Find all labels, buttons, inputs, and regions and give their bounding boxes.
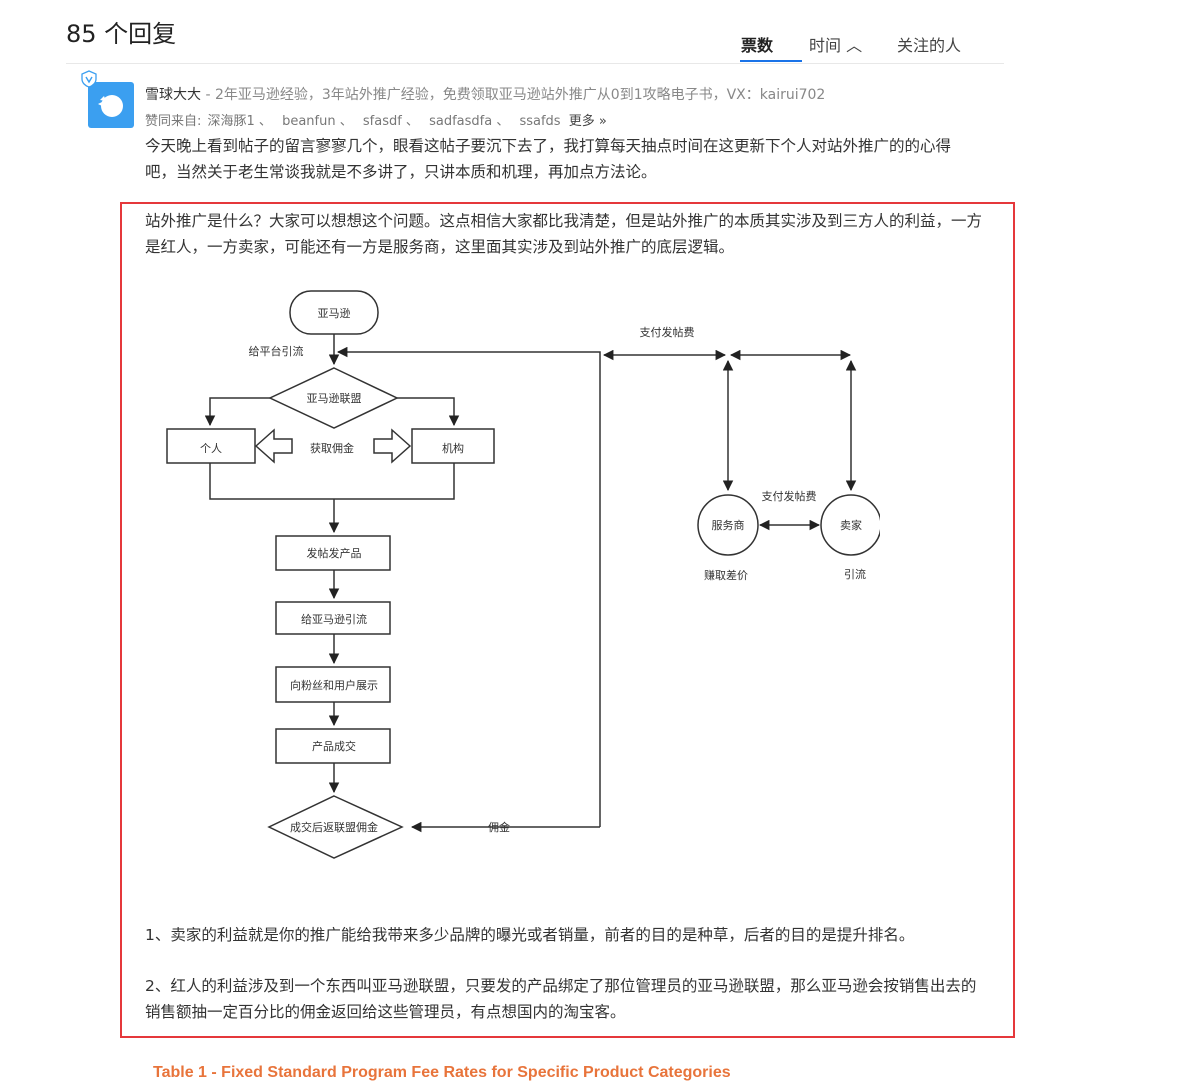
header-divider bbox=[66, 63, 1004, 64]
arrow-to-individual-icon bbox=[254, 428, 293, 464]
flow-step-node bbox=[275, 728, 391, 764]
flow-label: 个人 bbox=[200, 442, 222, 455]
flow-label: 向粉丝和用户展示 bbox=[290, 678, 378, 692]
liker-link[interactable]: beanfun 、 bbox=[282, 114, 353, 129]
tab-votes[interactable]: 票数 bbox=[741, 36, 774, 55]
flow-label: 卖家 bbox=[840, 518, 862, 532]
author-name[interactable]: 雪球大大 bbox=[145, 87, 201, 103]
answer-intro: 今天晚上看到帖子的留言寥寥几个，眼看这帖子要沉下去了，我打算每天抽点时间在这更新… bbox=[145, 137, 952, 181]
flow-label: 赚取差价 bbox=[704, 568, 748, 582]
flow-label: 服务商 bbox=[712, 518, 745, 532]
flow-label: 发帖发产品 bbox=[307, 546, 362, 560]
avatar[interactable] bbox=[88, 82, 134, 128]
liker-link[interactable]: ssafds bbox=[519, 114, 561, 129]
flow-label: 引流 bbox=[844, 567, 866, 581]
verified-badge-icon bbox=[81, 70, 97, 88]
liker-link[interactable]: sadfasdfa 、 bbox=[429, 114, 510, 129]
avatar-icon bbox=[98, 95, 123, 117]
tab-time[interactable]: 时间 ︿ bbox=[809, 36, 863, 55]
highlight-frame bbox=[120, 202, 1015, 1038]
flow-label: 给平台引流 bbox=[249, 344, 304, 358]
tab-following[interactable]: 关注的人 bbox=[897, 36, 962, 55]
flow-institution-node bbox=[411, 428, 495, 464]
flow-step-node bbox=[275, 601, 391, 635]
promotion-flowchart: 亚马逊 给平台引流 亚马逊联盟 个人 获取佣金 机构 发帖发产品 给亚马逊引流 … bbox=[166, 290, 880, 859]
likes-more-link[interactable]: 更多 » bbox=[568, 114, 607, 129]
liker-link[interactable]: sfasdf 、 bbox=[362, 114, 419, 129]
flow-label: 支付发帖费 bbox=[640, 325, 695, 339]
flow-step-node bbox=[275, 666, 391, 703]
flow-label: 成交后返联盟佣金 bbox=[290, 820, 378, 834]
flow-label: 产品成交 bbox=[312, 739, 356, 753]
author-meta: 雪球大大 - 2年亚马逊经验，3年站外推广经验，免费领取亚马逊站外推广从0到1攻… bbox=[145, 84, 825, 104]
flow-end-node bbox=[267, 795, 404, 859]
sort-tabs: 票数 时间 ︿ 关注的人 bbox=[728, 32, 1004, 64]
flow-label: 给亚马逊引流 bbox=[301, 612, 367, 626]
flow-step-node bbox=[275, 535, 391, 571]
flow-label: 亚马逊联盟 bbox=[307, 392, 362, 405]
author-bio: 2年亚马逊经验，3年站外推广经验，免费领取亚马逊站外推广从0到1攻略电子书，VX… bbox=[214, 87, 826, 103]
flow-decision-node bbox=[268, 367, 399, 429]
arrow-to-institution-icon bbox=[373, 428, 412, 464]
paragraph-influencer-interest: 2、红人的利益涉及到一个东西叫亚马逊联盟，只要发的产品绑定了那位管理员的亚马逊联… bbox=[145, 977, 977, 1021]
table-caption: Table 1 - Fixed Standard Program Fee Rat… bbox=[153, 1064, 731, 1081]
paragraph-seller-interest: 1、卖家的利益就是你的推广能给我带来多少品牌的曝光或者销量，前者的目的是种草，后… bbox=[145, 926, 915, 944]
paragraph-what-is-promotion: 站外推广是什么？大家可以想想这个问题。这点相信大家都比我清楚，但是站外推广的本质… bbox=[145, 212, 983, 256]
liker-link[interactable]: 深海豚1 、 bbox=[207, 114, 272, 129]
meta-separator: - bbox=[205, 87, 215, 103]
likes-label: 赞同来自: bbox=[145, 114, 202, 129]
service-provider-node bbox=[697, 494, 759, 556]
flow-label: 获取佣金 bbox=[310, 441, 354, 455]
reply-count-title: 85 个回复 bbox=[66, 20, 177, 48]
flow-label: 支付发帖费 bbox=[762, 489, 817, 503]
seller-node bbox=[820, 494, 880, 556]
active-tab-indicator bbox=[740, 60, 802, 62]
flow-label: 机构 bbox=[442, 441, 464, 455]
flow-label: 佣金 bbox=[488, 820, 510, 834]
likes-row: 赞同来自: 深海豚1 、 beanfun 、 sfasdf 、 sadfasdf… bbox=[145, 110, 613, 129]
flow-label: 亚马逊 bbox=[318, 307, 351, 320]
